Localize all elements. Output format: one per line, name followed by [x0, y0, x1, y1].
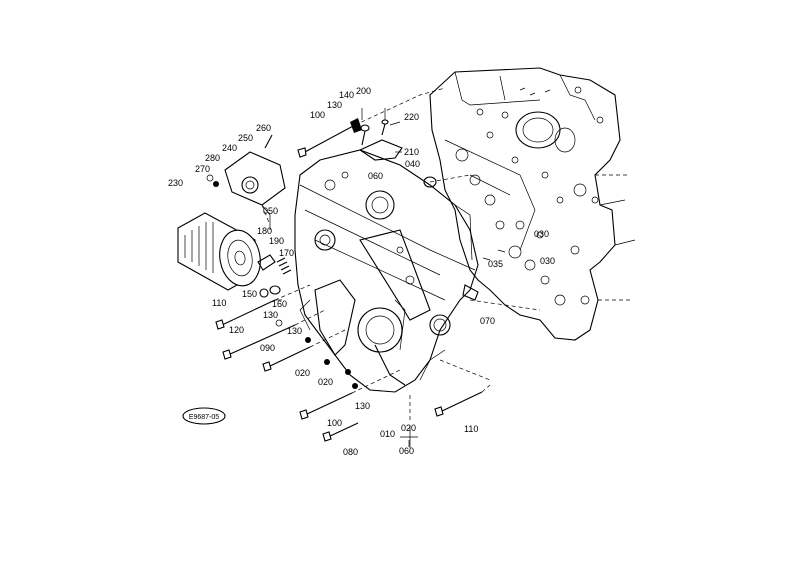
- label-180: 180: [257, 226, 272, 236]
- label-130-mid2: 130: [287, 326, 302, 336]
- label-100-top: 100: [310, 110, 325, 120]
- label-090: 090: [260, 343, 275, 353]
- diagram-code: E9687-05: [189, 414, 219, 421]
- label-020-b: 020: [318, 377, 333, 387]
- label-230: 230: [168, 178, 183, 188]
- label-020-c: 020: [401, 423, 416, 433]
- label-100-low: 100: [327, 418, 342, 428]
- label-040: 040: [405, 159, 420, 169]
- part-labels: 230 270 280 240 250 260 100 130 140 200 …: [168, 86, 555, 457]
- engine-block: [429, 67, 636, 341]
- label-035: 035: [488, 259, 503, 269]
- label-190: 190: [269, 236, 284, 246]
- label-150: 150: [242, 289, 257, 299]
- label-200: 200: [356, 86, 371, 96]
- label-140: 140: [339, 90, 354, 100]
- gear-case: [294, 149, 479, 393]
- label-060-low: 060: [399, 446, 414, 456]
- oil-filter: [177, 212, 261, 291]
- top-cover-plate: [358, 119, 437, 188]
- label-080: 080: [343, 447, 358, 457]
- label-270: 270: [195, 164, 210, 174]
- label-070: 070: [480, 316, 495, 326]
- label-260: 260: [256, 123, 271, 133]
- label-020-a: 020: [295, 368, 310, 378]
- label-220: 220: [404, 112, 419, 122]
- label-120: 120: [229, 325, 244, 335]
- filter-bracket: [206, 134, 286, 230]
- label-060-top: 060: [368, 171, 383, 181]
- label-130-low: 130: [355, 401, 370, 411]
- label-160: 160: [272, 299, 287, 309]
- label-110-right: 110: [464, 424, 478, 434]
- label-170: 170: [279, 248, 294, 258]
- label-010: 010: [380, 429, 395, 439]
- label-240: 240: [222, 143, 237, 153]
- label-130-mid: 130: [263, 310, 278, 320]
- label-130-top: 130: [327, 100, 342, 110]
- label-050: 050: [263, 206, 278, 216]
- label-030-a: 030: [534, 229, 549, 239]
- label-250: 250: [238, 133, 253, 143]
- bolts: [215, 118, 483, 442]
- leader-lines: [261, 87, 541, 448]
- label-280: 280: [205, 153, 220, 163]
- label-030-b: 030: [540, 256, 555, 266]
- label-110-left: 110: [212, 298, 226, 308]
- relief-valve-parts: [257, 254, 358, 389]
- diagram-code-badge: E9687-05: [182, 407, 226, 425]
- label-210: 210: [404, 147, 419, 157]
- label-separators: [400, 436, 418, 447]
